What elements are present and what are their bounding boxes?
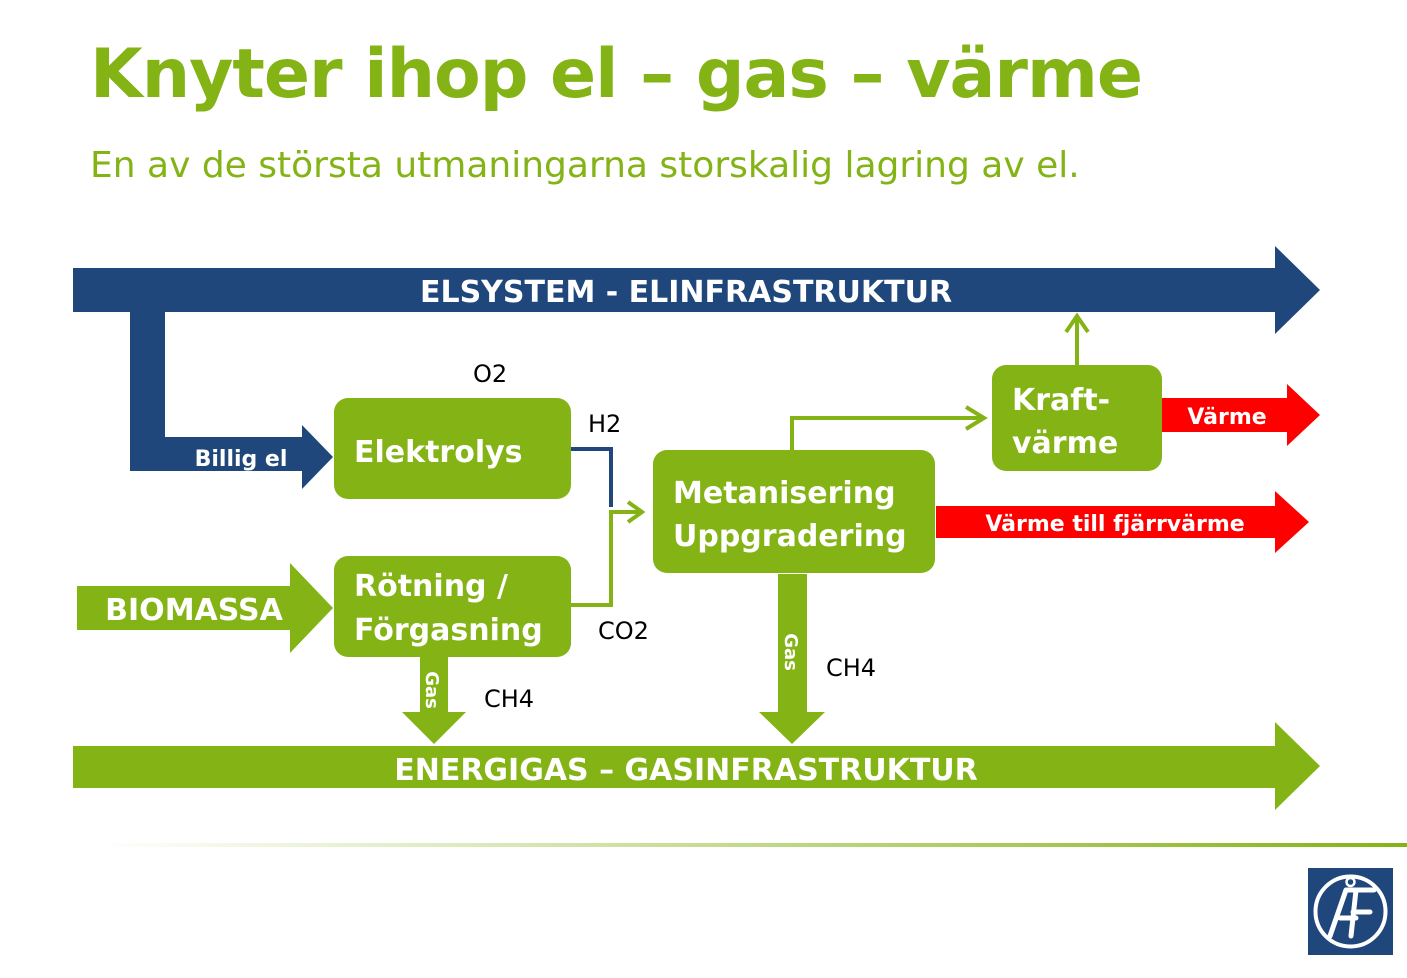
gas-arrow-right-label: Gas bbox=[780, 633, 801, 671]
biomassa-label: BIOMASSA bbox=[105, 593, 283, 628]
logo-monogram-icon bbox=[1327, 887, 1377, 939]
gas-down-arrow-right: Gas bbox=[759, 574, 825, 744]
rotning-label-line1: Rötning / bbox=[354, 569, 508, 604]
varme-label: Värme bbox=[1187, 405, 1266, 430]
co2-connector-line bbox=[571, 510, 640, 607]
elektrolys-label: Elektrolys bbox=[354, 435, 523, 470]
ch4-right-label: CH4 bbox=[826, 654, 876, 682]
page-title: Knyter ihop el – gas – värme bbox=[90, 35, 1143, 114]
biomassa-arrow bbox=[77, 563, 333, 653]
co2-label: CO2 bbox=[598, 617, 649, 645]
o2-label: O2 bbox=[473, 360, 507, 388]
varme-fjarrvarme-output: Värme till fjärrvärme bbox=[936, 491, 1309, 553]
rotning-rect bbox=[334, 556, 571, 657]
af-logo bbox=[1308, 868, 1393, 955]
merge-arrowhead bbox=[626, 500, 646, 524]
ch4-left-label: CH4 bbox=[484, 685, 534, 713]
gas-arrow-left-label: Gas bbox=[421, 671, 442, 709]
kraft-arrowhead bbox=[964, 405, 988, 431]
metanisering-box: Metanisering Uppgradering bbox=[653, 450, 935, 573]
metanisering-label-line2: Uppgradering bbox=[673, 519, 907, 554]
rotning-label-line2: Förgasning bbox=[354, 613, 543, 648]
logo-ring-dot bbox=[1345, 876, 1356, 888]
billig-el-connector: Billig el bbox=[130, 312, 333, 489]
h2-connector-line bbox=[571, 447, 613, 507]
metan-to-kraft-line bbox=[790, 416, 982, 450]
varme-fjarrvarme-label: Värme till fjärrvärme bbox=[985, 512, 1244, 537]
gas-band-arrow bbox=[73, 722, 1320, 810]
gas-arrow-right-shape bbox=[759, 574, 825, 744]
elektrolys-rect bbox=[334, 398, 571, 499]
varme-fjarrvarme-arrow bbox=[936, 491, 1309, 553]
el-infrastructure-band: ELSYSTEM - ELINFRASTRUKTUR bbox=[73, 246, 1320, 334]
bottom-separator-line bbox=[100, 843, 1407, 847]
gas-down-arrow-left: Gas bbox=[402, 657, 466, 744]
metanisering-rect bbox=[653, 450, 935, 573]
h2-label: H2 bbox=[588, 410, 621, 438]
logo-square bbox=[1308, 868, 1393, 955]
gas-infrastructure-band: ENERGIGAS – GASINFRASTRUKTUR bbox=[73, 722, 1320, 810]
billig-el-label: Billig el bbox=[195, 447, 288, 472]
varme-arrow bbox=[1162, 384, 1320, 446]
kraftvarme-rect bbox=[992, 365, 1162, 471]
gas-arrow-left-shape bbox=[402, 657, 466, 744]
rotning-box: Rötning / Förgasning bbox=[334, 556, 571, 657]
elektrolys-box: Elektrolys bbox=[334, 398, 571, 499]
kraftvarme-box: Kraft- värme bbox=[992, 365, 1162, 471]
el-band-label: ELSYSTEM - ELINFRASTRUKTUR bbox=[420, 275, 952, 310]
kraftvarme-label-line2: värme bbox=[1012, 426, 1118, 461]
el-band-arrow bbox=[73, 246, 1320, 334]
kraft-to-el-arrowhead bbox=[1064, 312, 1090, 334]
logo-ring bbox=[1313, 874, 1388, 949]
billig-el-arrow bbox=[130, 312, 333, 489]
varme-output: Värme bbox=[1162, 384, 1320, 446]
metanisering-label-line1: Metanisering bbox=[673, 476, 896, 511]
page-subtitle: En av de största utmaningarna storskalig… bbox=[90, 145, 1080, 186]
biomassa-input: BIOMASSA bbox=[77, 563, 333, 653]
gas-band-label: ENERGIGAS – GASINFRASTRUKTUR bbox=[394, 753, 978, 788]
kraftvarme-label-line1: Kraft- bbox=[1012, 383, 1110, 418]
